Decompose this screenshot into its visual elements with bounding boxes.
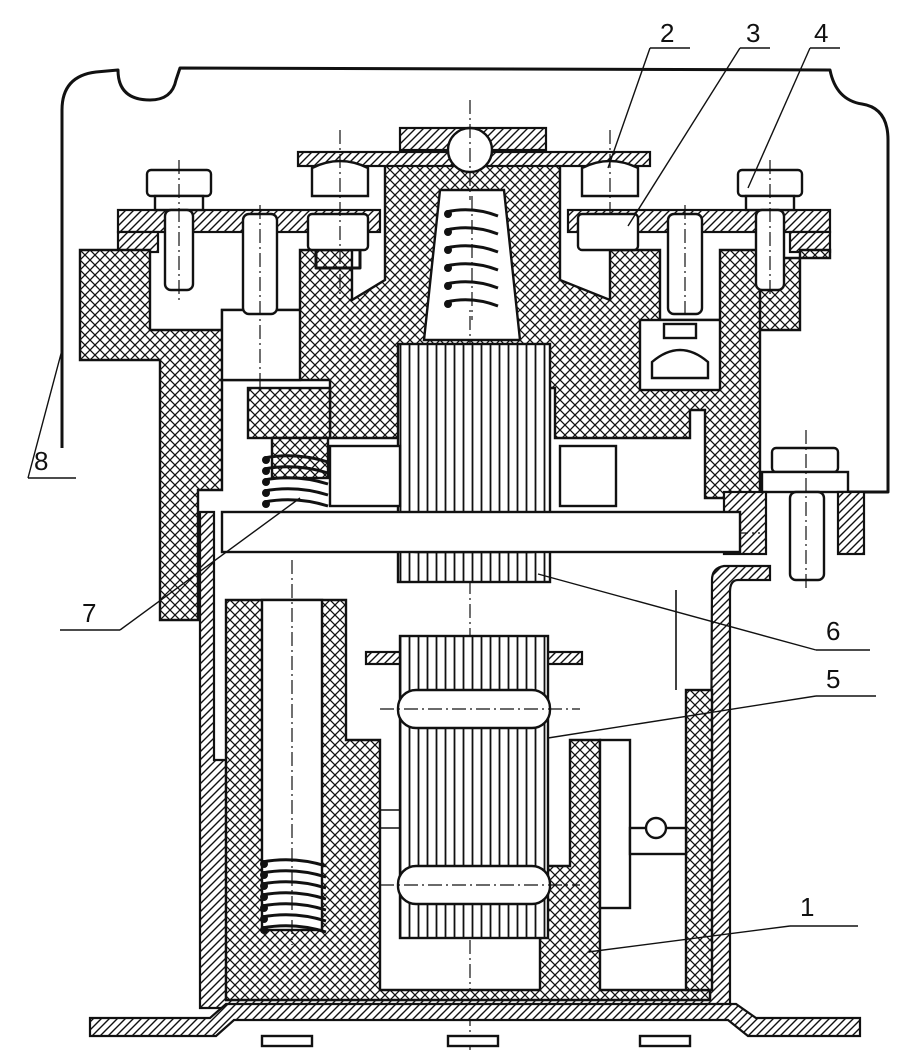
callout-8: 8 <box>34 446 48 476</box>
spring-coil-end <box>262 478 270 486</box>
spring-coil-end <box>444 300 452 308</box>
callout-labels: 1 2 3 4 5 6 7 8 <box>34 18 840 922</box>
spring-coil-turn <box>263 487 329 497</box>
spring-coil-turn <box>263 476 329 486</box>
spring-coil-end <box>262 489 270 497</box>
lower-spring-bore <box>260 560 327 945</box>
adjusting-spring-7 <box>246 386 332 508</box>
screw-side-mount <box>722 430 866 590</box>
spring-coil-end <box>260 893 268 901</box>
spring-coil-turn <box>263 498 329 508</box>
spring-coil-turn <box>261 869 327 879</box>
spring-coil-turn <box>261 858 327 868</box>
spring-coil-turn <box>261 902 327 912</box>
spring-coil-end <box>262 467 270 475</box>
screw-left-inner <box>241 205 279 400</box>
spring-coil-end <box>444 228 452 236</box>
callout-6: 6 <box>826 616 840 646</box>
callout-5: 5 <box>826 664 840 694</box>
screw-left-outer <box>145 160 213 300</box>
screw-right-nut <box>576 212 640 252</box>
spring-coil-turn <box>263 465 329 475</box>
armature-bar <box>220 444 742 554</box>
spring-coil-end <box>444 210 452 218</box>
callout-3: 3 <box>746 18 760 48</box>
core-coil-5 <box>364 634 584 940</box>
spring-coil-end <box>260 926 268 934</box>
spring-coil-end <box>262 456 270 464</box>
mounting-base-plate <box>88 1002 862 1048</box>
spring-coil-turn <box>263 454 329 464</box>
spring-coil-turn <box>261 880 327 890</box>
cover-outline <box>60 66 890 494</box>
spring-coil-end <box>260 915 268 923</box>
armature-pivot-plate <box>296 100 652 1050</box>
screw-left-nut <box>306 212 370 270</box>
spring-coil-end <box>260 904 268 912</box>
spring-coil-end <box>444 246 452 254</box>
callout-7: 7 <box>82 598 96 628</box>
contact-spring-assembly <box>598 590 688 910</box>
spring-coil-end <box>260 860 268 868</box>
callout-1: 1 <box>800 892 814 922</box>
callout-4: 4 <box>814 18 828 48</box>
screw-left-top <box>310 130 370 300</box>
spring-coil-turn <box>261 924 327 934</box>
spring-coil-end <box>444 264 452 272</box>
spring-coil-end <box>260 882 268 890</box>
screw-right-inner <box>666 205 704 330</box>
return-spring-top <box>444 196 500 320</box>
spring-coil-end <box>260 871 268 879</box>
screw-right-cavity-head <box>650 322 710 380</box>
spring-coil-turn <box>261 913 327 923</box>
spring-coil-end <box>262 500 270 508</box>
spring-coil-turn <box>261 891 327 901</box>
callout-2: 2 <box>660 18 674 48</box>
leader-lines <box>27 47 876 953</box>
spring-coil-end <box>444 282 452 290</box>
screw-right-outer <box>736 160 804 300</box>
